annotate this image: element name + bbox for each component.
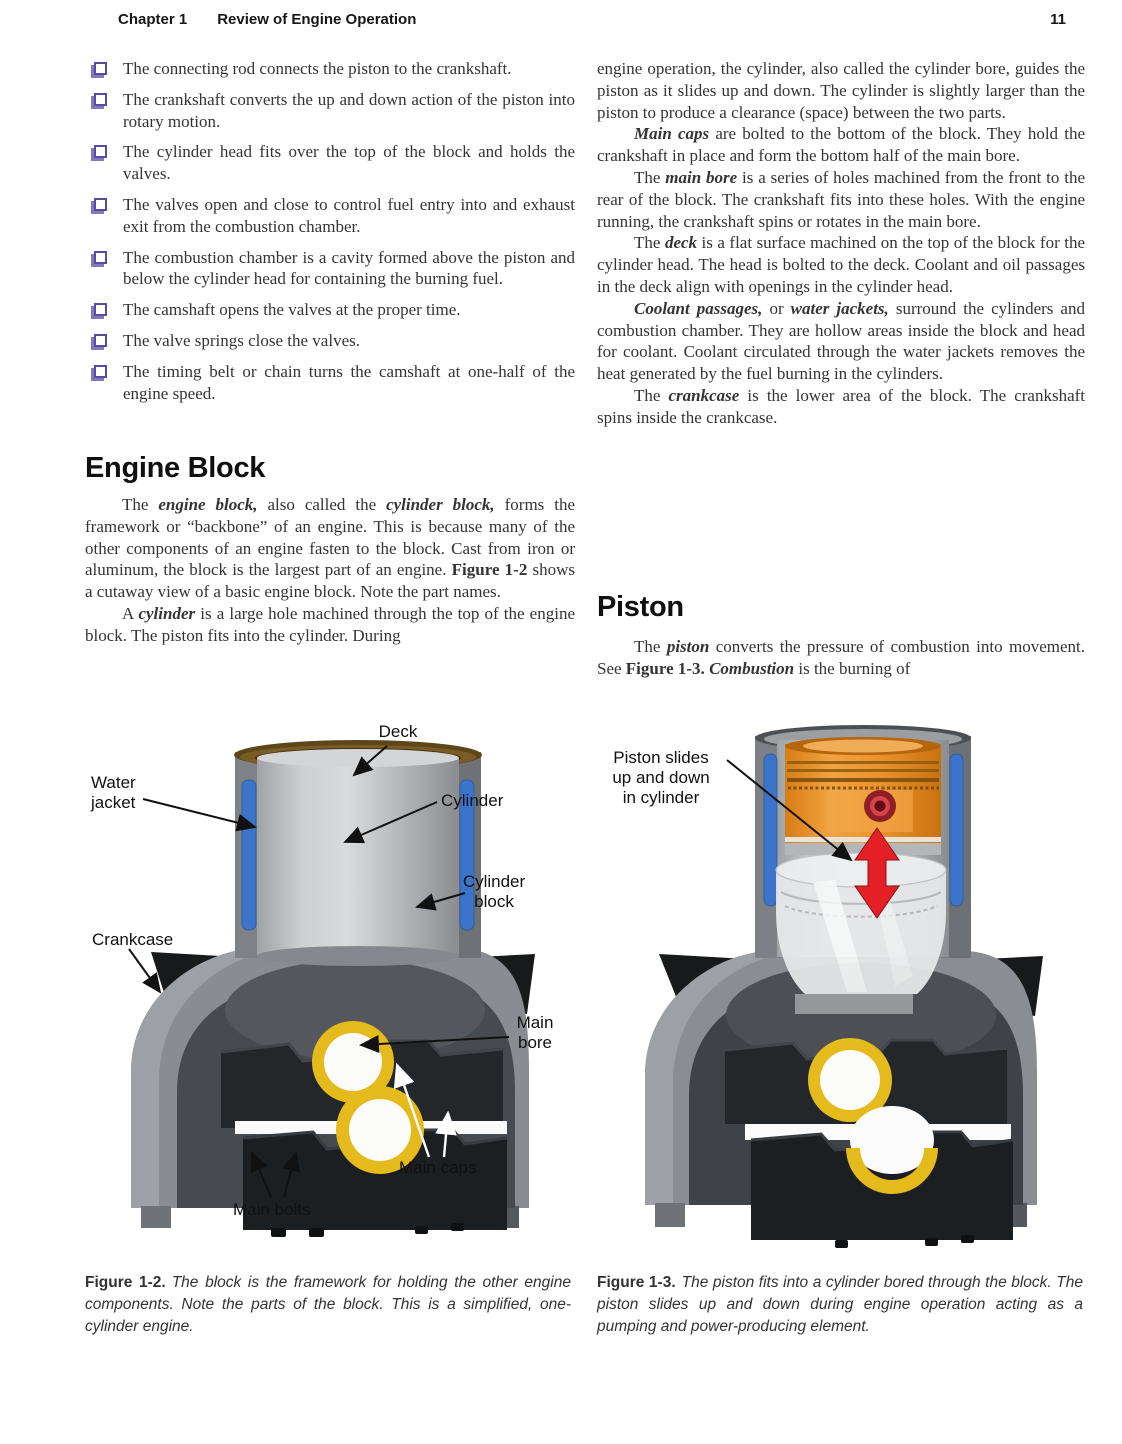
paragraph: A cylinder is a large hole machined thro… xyxy=(85,603,575,645)
bullet-item: The connecting rod connects the piston t… xyxy=(85,58,575,80)
engine-block-cutaway-illustration xyxy=(128,740,535,1237)
figure-1-3-caption-text: The piston fits into a cylinder bored th… xyxy=(597,1274,1083,1335)
paragraph: engine operation, the cylinder, also cal… xyxy=(597,59,1085,122)
checkbox-bullet-icon xyxy=(94,333,107,347)
piston xyxy=(785,737,941,855)
bullet-item: The combustion chamber is a cavity forme… xyxy=(85,247,575,291)
bullet-text: The valve springs close the valves. xyxy=(123,330,360,350)
bullet-item: The cylinder head fits over the top of t… xyxy=(85,141,575,185)
figure-1-2: Deck Water jacket Cylinder Cylinder bloc… xyxy=(85,700,575,1440)
bullet-text: The valves open and close to control fue… xyxy=(123,194,575,236)
checkbox-bullet-icon xyxy=(94,197,107,211)
bullet-text: The camshaft opens the valves at the pro… xyxy=(123,300,461,320)
page-number: 11 xyxy=(1050,11,1066,28)
label-water-jacket: Water jacket xyxy=(91,773,136,812)
paragraph: The deck is a flat surface machined on t… xyxy=(597,233,1085,296)
checkbox-bullet-icon xyxy=(94,364,107,378)
figure-1-3-caption-label: Figure 1-3. xyxy=(597,1274,676,1291)
checkbox-bullet-icon xyxy=(94,303,107,317)
piston-paragraphs: The piston converts the pressure of comb… xyxy=(597,636,1085,680)
label-cylinder-block: Cylinder block xyxy=(462,872,526,911)
piston-in-cylinder-illustration xyxy=(645,725,1043,1248)
piston-ghost xyxy=(775,852,947,1014)
up-down-motion-arrow xyxy=(854,827,900,919)
paragraph: Main caps are bolted to the bottom of th… xyxy=(597,124,1085,166)
paragraph: The main bore is a series of holes machi… xyxy=(597,167,1085,231)
lower-main-cap xyxy=(243,1130,507,1230)
right-column-paragraphs: engine operation, the cylinder, also cal… xyxy=(597,58,1085,429)
chapter-label: Chapter 1 xyxy=(118,11,188,28)
label-main-bore: Main bore xyxy=(516,1013,554,1052)
bullet-item: The timing belt or chain turns the camsh… xyxy=(85,361,575,405)
paragraph: Coolant passages, or water jackets, surr… xyxy=(597,298,1085,384)
main-bore-lower-bearing xyxy=(846,1148,938,1194)
chapter-title: Review of Engine Operation xyxy=(217,11,417,28)
figure-1-2-caption: Figure 1-2.The block is the framework fo… xyxy=(85,1272,571,1338)
main-bolt xyxy=(309,1228,324,1237)
paragraph: The crankcase is the lower area of the b… xyxy=(597,385,1085,427)
running-head: Chapter 1 Review of Engine Operation xyxy=(118,11,416,28)
bullet-item: The valves open and close to control fue… xyxy=(85,194,575,238)
label-main-bolts: Main bolts xyxy=(233,1200,311,1219)
label-cylinder: Cylinder xyxy=(441,791,504,810)
checkbox-bullet-icon xyxy=(94,250,107,264)
checkbox-bullet-icon xyxy=(94,92,107,106)
bullet-text: The timing belt or chain turns the camsh… xyxy=(123,361,575,403)
checkbox-bullet-icon xyxy=(94,145,107,159)
label-deck: Deck xyxy=(378,722,418,741)
water-jacket-left xyxy=(763,753,778,907)
main-bolt xyxy=(271,1228,286,1237)
bullet-item: The valve springs close the valves. xyxy=(85,330,575,352)
water-jacket-left xyxy=(241,779,257,931)
label-piston-slides: Piston slides up and down in cylinder xyxy=(612,748,710,807)
bullet-text: The cylinder head fits over the top of t… xyxy=(123,142,575,184)
bullet-item: The camshaft opens the valves at the pro… xyxy=(85,299,575,321)
bullet-text: The combustion chamber is a cavity forme… xyxy=(123,247,575,289)
engine-block-paragraphs: The engine block, also called the cylind… xyxy=(85,494,575,647)
paragraph: The engine block, also called the cylind… xyxy=(85,495,575,602)
heading-piston: Piston xyxy=(597,591,684,623)
bullet-text: The connecting rod connects the piston t… xyxy=(123,59,512,78)
cylinder-bore xyxy=(257,758,459,955)
label-main-caps: Main caps xyxy=(399,1158,477,1177)
heading-engine-block: Engine Block xyxy=(85,452,266,484)
water-jacket-right xyxy=(949,753,964,907)
figure-1-2-caption-label: Figure 1-2. xyxy=(85,1274,166,1291)
figure-1-3: Piston slides up and down in cylinder Fi… xyxy=(595,700,1087,1440)
figure-1-2-caption-text: The block is the framework for holding t… xyxy=(85,1274,571,1335)
figure-1-3-caption: Figure 1-3.The piston fits into a cylind… xyxy=(597,1272,1083,1338)
bullet-text: The crankshaft converts the up and down … xyxy=(123,89,575,131)
checkbox-bullet-icon xyxy=(94,62,107,75)
label-crankcase: Crankcase xyxy=(92,930,174,949)
paragraph: The piston converts the pressure of comb… xyxy=(597,637,1086,678)
bullet-item: The crankshaft converts the up and down … xyxy=(85,89,575,133)
summary-bullet-list: The connecting rod connects the piston t… xyxy=(85,58,575,413)
